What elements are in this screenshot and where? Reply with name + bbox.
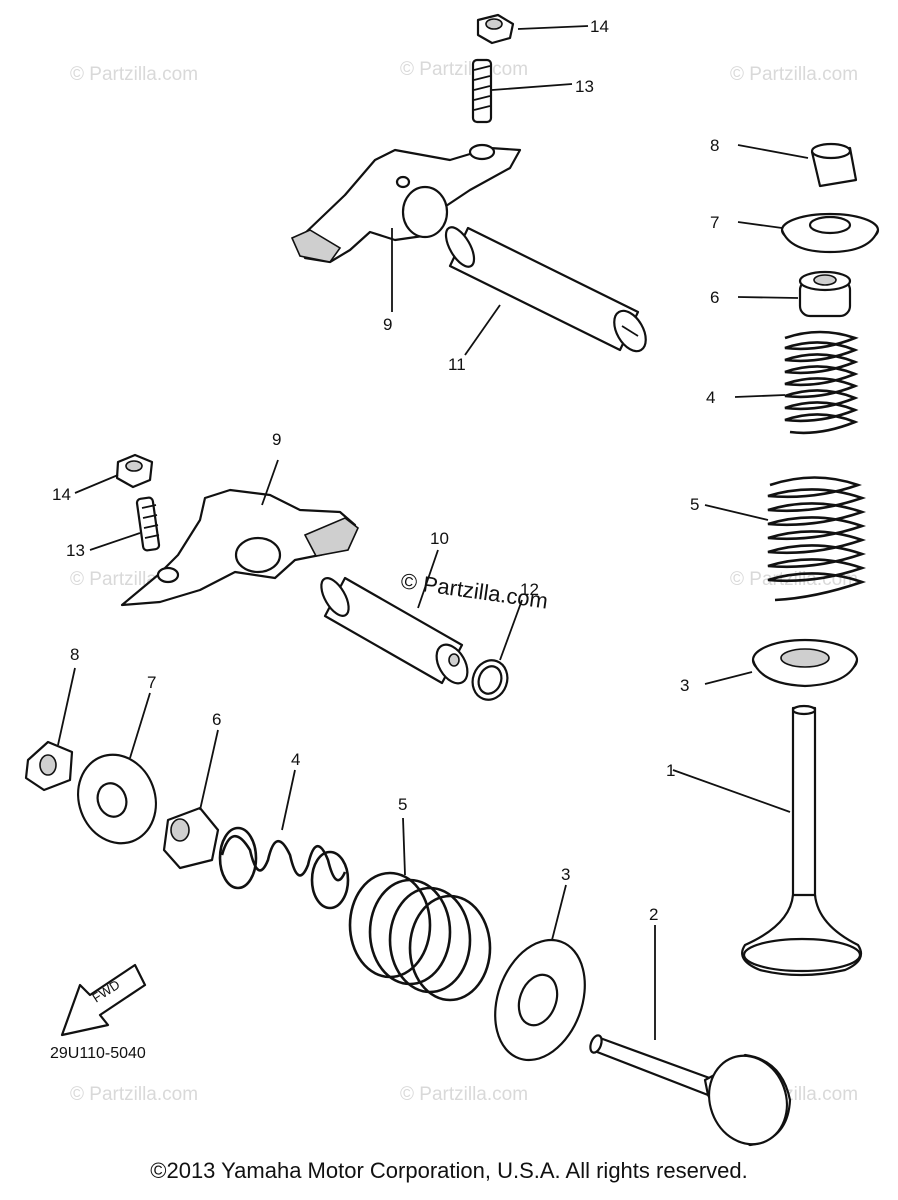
right-spring-seat [751,638,859,688]
callout-14: 14 [590,17,609,36]
copyright-notice: ©2013 Yamaha Motor Corporation, U.S.A. A… [150,1158,748,1183]
low-outer-spring [348,871,492,1002]
mid-adjusting-screw [135,496,161,552]
callout-13: 13 [66,541,85,560]
callout-14: 14 [52,485,71,504]
low-spring-retainer [77,753,157,845]
right-valve-cotter [810,142,858,188]
callout-12: 12 [520,580,539,599]
callout-10: 10 [430,529,449,548]
right-outer-spring [767,476,867,602]
callout-6: 6 [212,710,221,729]
callout-5: 5 [690,495,699,514]
callout-8: 8 [710,136,719,155]
mid-lock-nut [115,453,154,489]
callout-13: 13 [575,77,594,96]
diagram-code: 29U110-5040 [50,1045,146,1062]
mid-rocker-arm [120,488,359,607]
watermark: © Partzilla.com [730,64,858,85]
o-ring [471,659,509,701]
watermark: © Partzilla.com [400,59,528,80]
callout-8: 8 [70,645,79,664]
exhaust-valve [589,1034,792,1147]
callout-9: 9 [383,315,392,334]
intake-valve [741,704,863,977]
callout-7: 7 [710,213,719,232]
watermark: © Partzilla.com [400,1084,528,1105]
callout-4: 4 [706,388,715,407]
callout-11: 11 [448,355,466,374]
fwd-arrow-icon: FWD [60,963,147,1037]
callout-5: 5 [398,795,407,814]
callout-3: 3 [680,676,689,695]
right-inner-spring [784,330,859,435]
callout-1: 1 [666,761,675,780]
top-adjusting-screw [471,58,493,124]
top-rocker-arm [290,143,522,264]
low-inner-spring [218,826,350,910]
callout-6: 6 [710,288,719,307]
callout-2: 2 [649,905,658,924]
callout-7: 7 [147,673,156,692]
callouts: 14 13 9 11 8 7 6 4 5 3 1 9 14 13 10 12 8… [52,17,719,924]
low-spring-seat [494,938,586,1062]
callout-3: 3 [561,865,570,884]
low-valve-cotter [24,740,74,792]
right-spring-retainer [780,212,880,254]
watermark: © Partzilla.com [70,1084,198,1105]
callout-4: 4 [291,750,300,769]
right-valve-stem-seal [798,270,852,318]
leader-lines [57,25,809,1040]
callout-9: 9 [272,430,281,449]
watermark: © Partzilla.com [70,64,198,85]
low-valve-stem-seal [162,806,220,870]
top-rocker-shaft [444,226,647,353]
mid-rocker-shaft [320,576,469,685]
top-lock-nut [476,13,515,45]
